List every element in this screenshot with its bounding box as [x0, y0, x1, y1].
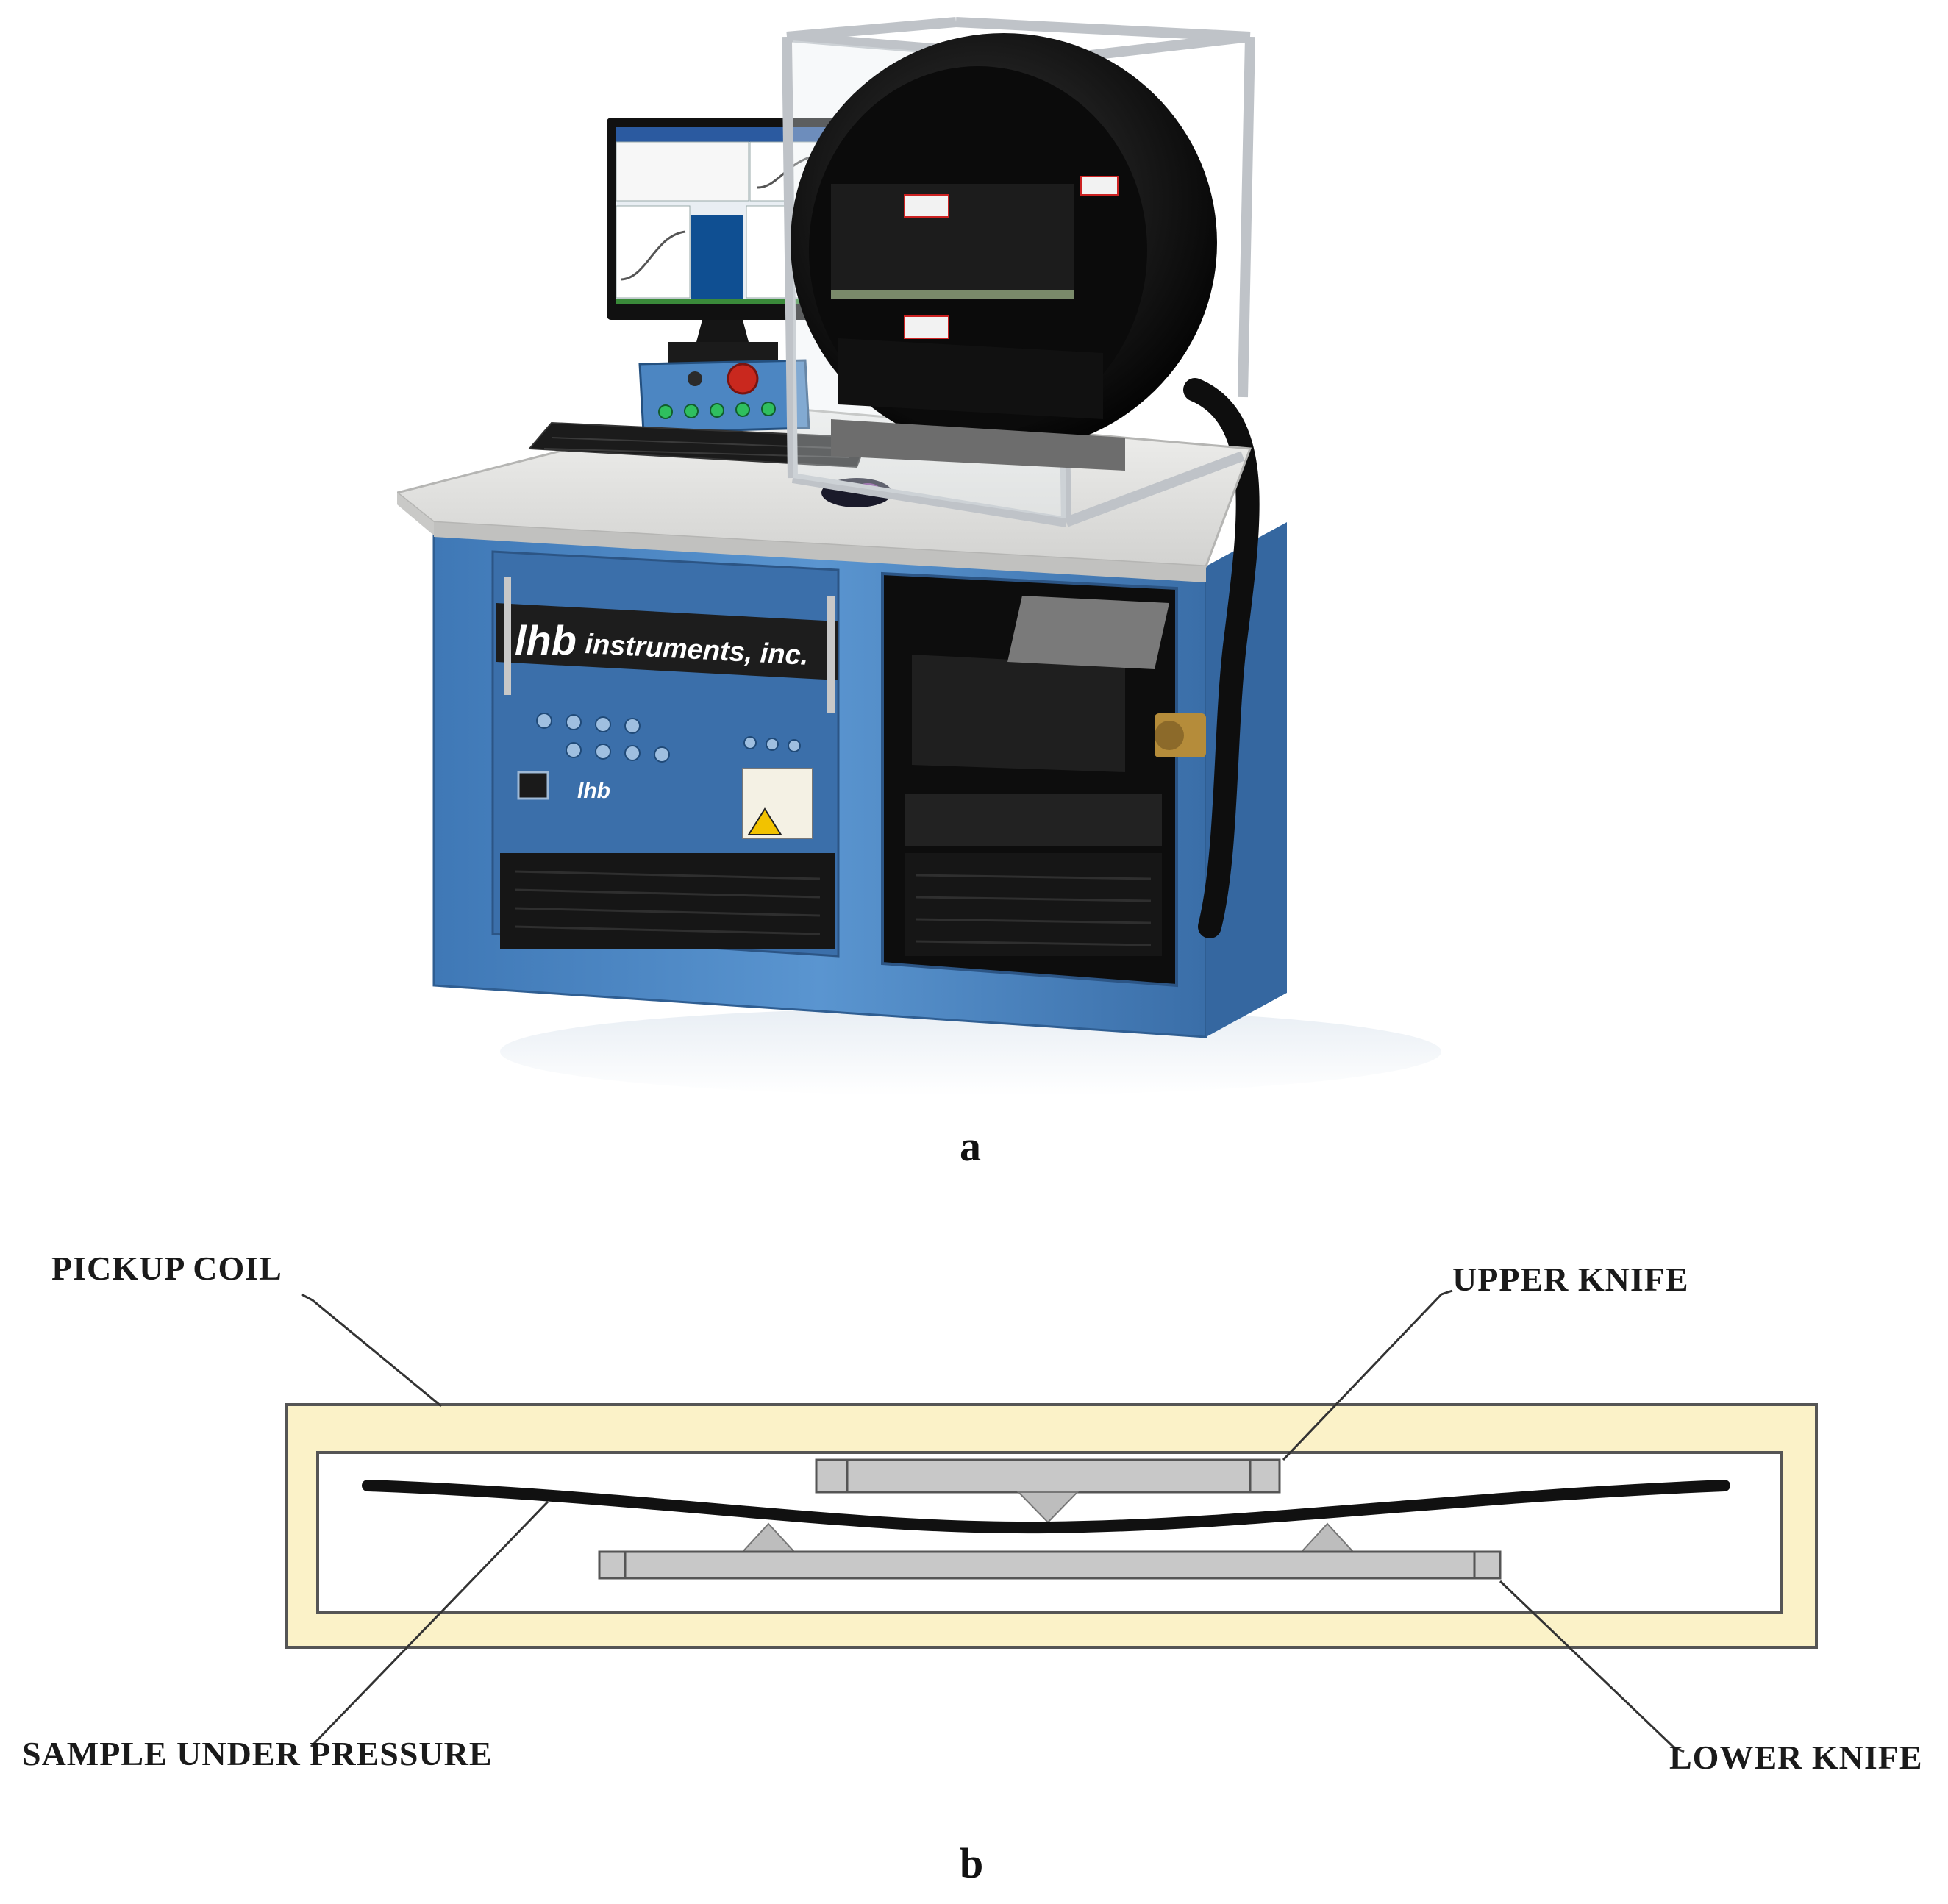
small-logo: lhb	[577, 779, 610, 803]
amplifier-left	[500, 853, 835, 949]
amplifier-right-top	[905, 794, 1162, 846]
sample-strip	[362, 1480, 1730, 1534]
hose-fitting	[1155, 713, 1206, 757]
leader-lines	[301, 1289, 1685, 1753]
amplifier-right	[905, 853, 1162, 956]
cabinet: lhb instruments, inc. lhb	[432, 521, 1287, 1038]
control-box	[638, 359, 810, 434]
sample-under-pressure-label: SAMPLE UNDER PRESSURE	[22, 1735, 493, 1772]
panel-label-a: a	[960, 1122, 981, 1170]
rack-handle-left	[504, 577, 511, 695]
brand-logo: lhb	[515, 617, 577, 663]
upper-knife-label: UPPER KNIFE	[1452, 1261, 1689, 1298]
rack-handle-right	[827, 596, 835, 713]
schematic-diagram: PICKUP COIL UPPER KNIFE SAMPLE UNDER PRE…	[0, 1206, 1948, 1824]
cooling-hose	[1183, 378, 1260, 938]
upper-knife-edge	[1016, 1491, 1080, 1524]
leader-upper-knife	[1282, 1289, 1453, 1461]
bay-shelf	[912, 655, 1125, 772]
lower-knife-label: LOWER KNIFE	[1669, 1739, 1923, 1776]
leader-sample	[310, 1500, 549, 1748]
upper-knife	[815, 1458, 1281, 1524]
network-port	[517, 771, 549, 800]
bay-cover	[1007, 596, 1169, 669]
panel-label-b: b	[960, 1839, 984, 1887]
leader-lower-knife	[1499, 1580, 1685, 1753]
brand-banner	[496, 603, 838, 680]
pickup-coil-label: PICKUP COIL	[51, 1249, 282, 1287]
leader-pickup-coil	[301, 1293, 442, 1408]
control-knobs	[536, 713, 801, 763]
electromagnet	[791, 33, 1217, 471]
emergency-stop-button	[727, 363, 759, 395]
lower-knife	[598, 1522, 1502, 1580]
instrument-photo: lhb instruments, inc. lhb	[397, 7, 1537, 1118]
warning-triangle	[747, 807, 782, 835]
